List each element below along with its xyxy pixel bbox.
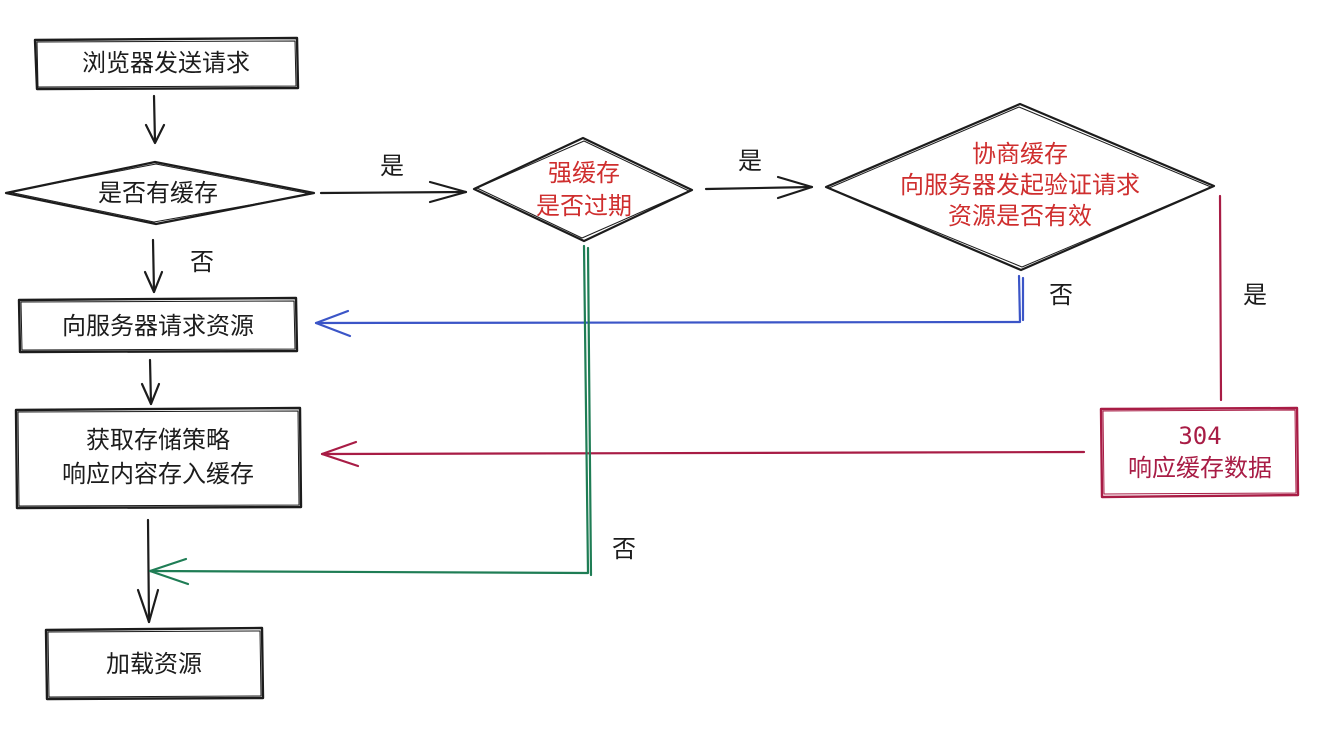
node-strong-cache-label-line2: 是否过期 [536,192,632,220]
edge-has-cache-yes [319,180,468,204]
node-store-policy: 获取存储策略 响应内容存入缓存 [14,406,303,510]
edge-server-to-store [140,358,161,406]
node-strong-cache-label-line1: 强缓存 [548,159,620,187]
edge-strong-cache-yes [704,175,814,200]
node-store-policy-label-line2: 响应内容存入缓存 [62,460,254,488]
node-load-resource-label: 加载资源 [106,650,202,678]
node-not-modified-label: 响应缓存数据 [1128,454,1272,482]
node-has-cache-decision: 是否有缓存 [4,160,316,226]
node-negotiate-cache-label-line3: 资源是否有效 [948,202,1092,230]
node-has-cache-label: 是否有缓存 [98,179,218,207]
edge-label-negotiate-yes: 是 [1243,281,1267,309]
edge-store-to-load [136,518,160,624]
edge-negotiate-yes [1218,194,1223,402]
node-store-policy-label-line1: 获取存储策略 [86,426,230,454]
edge-label-strong-cache-no: 否 [612,535,636,563]
node-negotiate-cache-label-line2: 向服务器发起验证请求 [900,171,1140,199]
node-load-resource: 加载资源 [44,626,265,701]
node-negotiate-cache-label-line1: 协商缓存 [972,140,1068,168]
edge-negotiate-no [314,274,1025,338]
node-strong-cache-decision: 强缓存 是否过期 [472,136,694,243]
node-not-modified: 304 响应缓存数据 [1099,406,1300,499]
node-not-modified-status-code: 304 [1178,422,1221,450]
node-negotiate-cache-decision: 协商缓存 向服务器发起验证请求 资源是否有效 [824,102,1216,272]
edge-label-negotiate-no: 否 [1049,281,1073,309]
node-browser-request-label: 浏览器发送请求 [82,49,250,77]
edge-label-has-cache-yes: 是 [380,152,404,180]
edge-label-has-cache-no: 否 [190,248,214,276]
node-request-server: 向服务器请求资源 [17,296,299,354]
edge-not-modified-to-store [320,440,1086,468]
edge-request-to-has-cache [144,94,166,145]
node-request-server-label: 向服务器请求资源 [62,312,254,340]
edge-strong-cache-no [148,244,593,586]
node-browser-request: 浏览器发送请求 [33,36,300,91]
edge-label-strong-cache-yes: 是 [738,147,762,175]
edge-has-cache-no [143,238,164,294]
